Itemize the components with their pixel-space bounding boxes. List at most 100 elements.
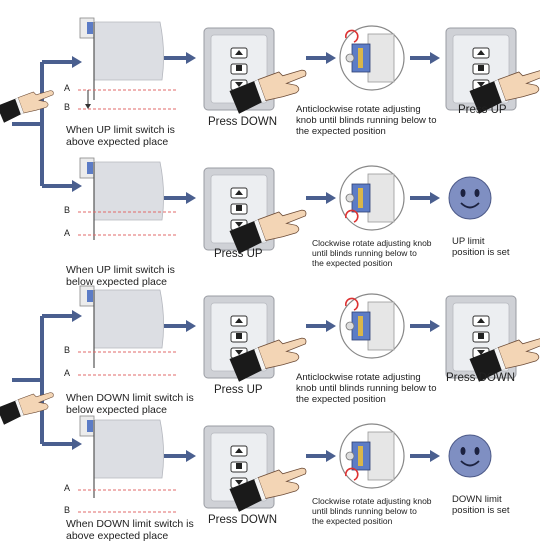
adjusting-knob-icon xyxy=(340,166,404,230)
stop-glyph xyxy=(478,65,484,71)
motor-head xyxy=(368,34,394,82)
arrow-head xyxy=(186,52,196,64)
limit-mark-label: A xyxy=(64,368,70,378)
knob-ring xyxy=(358,446,363,466)
knob-screw xyxy=(346,452,354,460)
blind-fabric xyxy=(94,162,164,220)
smiley-eye xyxy=(461,189,466,197)
arrow-head xyxy=(72,310,82,322)
arrow-head xyxy=(72,56,82,68)
flow-arrow xyxy=(306,192,336,204)
arrow-head xyxy=(186,320,196,332)
arrow-head xyxy=(430,320,440,332)
arrow-head xyxy=(72,180,82,192)
arrow-head xyxy=(326,450,336,462)
blind-fabric xyxy=(94,290,164,348)
step-adjust-caption-line: the expected position xyxy=(312,516,432,526)
flow-arrow xyxy=(164,320,196,332)
condition-caption-line: above expected place xyxy=(66,136,175,148)
step-adjust-caption-line: knob until blinds running below to xyxy=(296,383,436,394)
step-press-label: Press UP xyxy=(214,248,263,260)
limit-mark-label: A xyxy=(64,228,70,238)
flow-arrow xyxy=(164,450,196,462)
smiley-face xyxy=(449,435,491,477)
adjusting-knob-icon xyxy=(340,424,404,488)
adjusting-knob-icon xyxy=(340,294,404,358)
step-press-label: Press UP xyxy=(214,384,263,396)
step-adjust-caption-line: the expected position xyxy=(296,394,436,405)
step-press-label: Press DOWN xyxy=(208,514,277,526)
flow-arrow xyxy=(410,52,440,64)
stop-glyph xyxy=(236,205,242,211)
smiley-face xyxy=(449,177,491,219)
hand-pointer-icon xyxy=(0,393,53,425)
step-adjust-caption-line: the expected position xyxy=(312,258,432,268)
smiley-icon xyxy=(449,435,491,477)
limit-mark-label: B xyxy=(64,505,70,515)
arrow-head xyxy=(186,450,196,462)
stop-glyph xyxy=(478,333,484,339)
hand-skin xyxy=(18,393,53,415)
step-adjust-caption-line: Anticlockwise rotate adjusting xyxy=(296,372,436,383)
step-press-label: Press UP xyxy=(458,104,507,116)
condition-caption-line: When DOWN limit switch is xyxy=(66,392,194,404)
hand-skin xyxy=(18,91,53,113)
result-caption-line: position is set xyxy=(452,247,510,258)
blind-motor xyxy=(87,420,93,432)
step-press-label: Press DOWN xyxy=(446,372,515,384)
knob-ring xyxy=(358,316,363,336)
smiley-eye xyxy=(475,447,480,455)
stop-glyph xyxy=(236,463,242,469)
flow-arrow xyxy=(306,52,336,64)
blind-graphic xyxy=(80,416,164,498)
smiley-eye xyxy=(475,189,480,197)
smiley-icon xyxy=(449,177,491,219)
condition-caption-line: When UP limit switch is xyxy=(66,264,175,276)
flow-arrow xyxy=(164,52,196,64)
flow-arrow xyxy=(306,450,336,462)
limit-mark-label: A xyxy=(64,483,70,493)
smiley-eye xyxy=(461,447,466,455)
tree-branch-arrow xyxy=(42,438,82,450)
blind-motor xyxy=(87,290,93,302)
arrow-head xyxy=(430,192,440,204)
hand-pointer-icon xyxy=(0,91,53,123)
move-arrow-head xyxy=(85,104,91,109)
flow-arrow xyxy=(410,320,440,332)
condition-caption-line: above expected place xyxy=(66,530,194,542)
blind-graphic xyxy=(80,158,164,240)
motor-head xyxy=(368,432,394,480)
knob-ring xyxy=(358,48,363,68)
tree-branch-arrow xyxy=(42,310,82,322)
motor-head xyxy=(368,302,394,350)
arrow-head xyxy=(430,52,440,64)
flow-arrow xyxy=(410,192,440,204)
limit-mark-label: B xyxy=(64,345,70,355)
flow-arrow xyxy=(410,450,440,462)
arrow-head xyxy=(186,192,196,204)
step-adjust-caption-line: Clockwise rotate adjusting knob xyxy=(312,496,432,506)
blind-graphic xyxy=(80,18,164,100)
blind-fabric xyxy=(94,420,164,478)
knob-ring xyxy=(358,188,363,208)
tree-branch-arrow xyxy=(42,180,82,192)
arrow-head xyxy=(326,320,336,332)
arrow-head xyxy=(326,52,336,64)
arrow-head xyxy=(430,450,440,462)
limit-mark-label: B xyxy=(64,102,70,112)
tree-branch-arrow xyxy=(42,56,82,68)
arrow-head xyxy=(326,192,336,204)
condition-caption-line: When UP limit switch is xyxy=(66,124,175,136)
knob-screw xyxy=(346,322,354,330)
blind-fabric xyxy=(94,22,164,80)
blind-motor xyxy=(87,22,93,34)
